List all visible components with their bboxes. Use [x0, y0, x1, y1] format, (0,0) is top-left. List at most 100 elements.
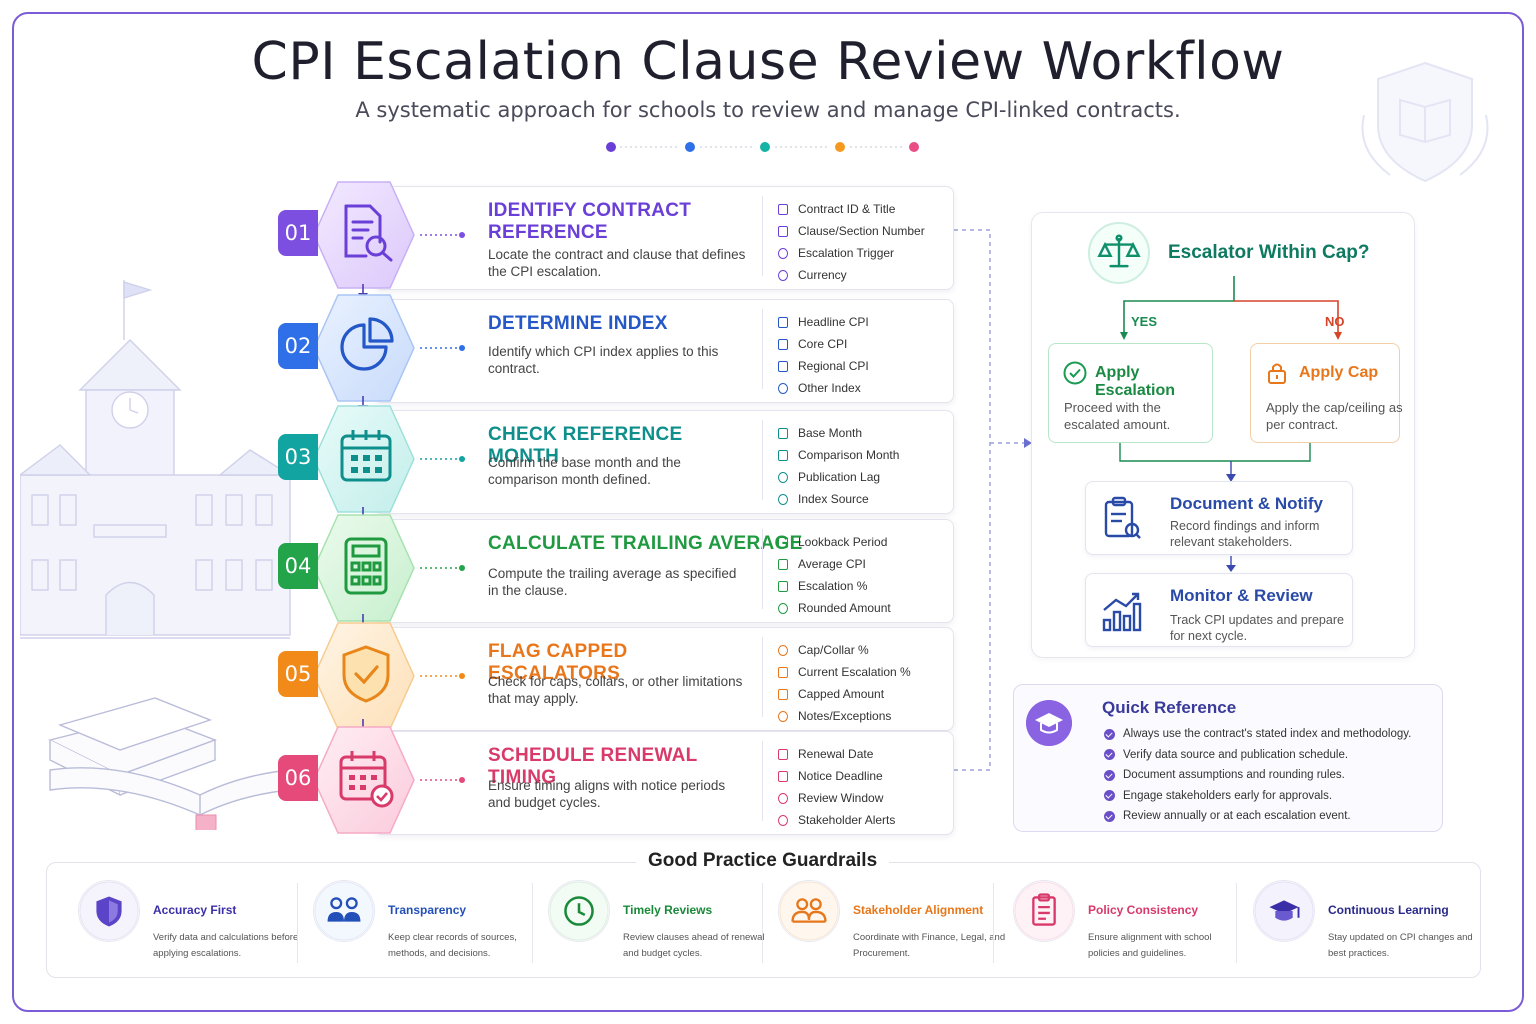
divider: [762, 529, 763, 609]
clock-icon: [778, 471, 788, 483]
step-number: 05: [278, 651, 318, 697]
list-item: Currency: [778, 264, 948, 286]
step-number: 04: [278, 543, 318, 589]
decision-title: Escalator Within Cap?: [1168, 242, 1370, 263]
list-item: Notice Deadline: [778, 765, 948, 787]
divider: [762, 420, 763, 500]
divider: [532, 883, 533, 963]
check-icon: [1104, 728, 1115, 740]
merge-lines: [1119, 443, 1311, 482]
bar-chart-growth-icon: [1102, 592, 1142, 632]
guardrail-title: Timely Reviews: [623, 903, 713, 917]
dot-orange: [835, 142, 845, 152]
guardrail-policy-consistency: Policy Consistency Ensure alignment with…: [1013, 880, 1243, 964]
calendar-small-icon: [778, 449, 788, 461]
note-icon: [778, 710, 788, 722]
list-item: Base Month: [778, 422, 948, 444]
check-icon: [1104, 769, 1115, 781]
clock-icon: [778, 792, 788, 804]
shield-check-icon: [342, 645, 390, 703]
step-card: [374, 186, 954, 290]
step-description: Confirm the base month and the compariso…: [488, 455, 681, 487]
flow-connector: [954, 229, 1032, 771]
list-item: Document assumptions and rounding rules.: [1104, 765, 1411, 786]
guardrail-transparency: Transparency Keep clear records of sourc…: [313, 880, 543, 964]
list-item: Current Escalation %: [778, 661, 948, 683]
step-number: 02: [278, 323, 318, 369]
step-card: [374, 519, 954, 623]
list-item: Publication Lag: [778, 466, 948, 488]
calendar-small-icon: [778, 770, 788, 782]
dot-purple: [606, 142, 616, 152]
step-checklist: Renewal Date Notice Deadline Review Wind…: [778, 743, 948, 831]
no-label: NO: [1325, 314, 1345, 329]
apply-cap-option: Apply Cap Apply the cap/ceiling as per c…: [1250, 343, 1403, 443]
progress-dots: [606, 142, 919, 152]
check-icon: [1104, 749, 1115, 761]
guardrail-title: Continuous Learning: [1328, 903, 1449, 917]
step-description: Locate the contract and clause that defi…: [488, 247, 746, 279]
list-icon: [778, 360, 788, 372]
guardrail-description: Keep clear records of sources, methods, …: [388, 932, 517, 959]
divider: [297, 883, 298, 963]
step-title: DETERMINE INDEX: [488, 313, 668, 334]
people-icon: [313, 880, 375, 942]
quick-reference-panel: Quick Reference Always use the contract'…: [1013, 684, 1443, 832]
graduation-cap-icon: [1253, 880, 1315, 942]
step-description: Compute the trailing average as specifie…: [488, 566, 737, 598]
option-description: Proceed with the escalated amount.: [1064, 400, 1171, 432]
list-item: Capped Amount: [778, 683, 948, 705]
step-checklist: Base Month Comparison Month Publication …: [778, 422, 948, 510]
step-schedule-renewal-timing: 06 SCHEDULE RENEWAL TIMING Ensure timing…: [278, 725, 954, 835]
divider: [762, 741, 763, 821]
shield-icon: [78, 880, 140, 942]
step-card: [374, 410, 954, 514]
book-shield-watermark-icon: [1361, 61, 1489, 183]
list-item: Average CPI: [778, 553, 948, 575]
info-icon: [778, 382, 788, 394]
guardrails-panel: [46, 862, 1481, 978]
divider: [993, 883, 994, 963]
check-circle-icon: [1063, 361, 1087, 385]
box-description: Record findings and inform relevant stak…: [1170, 519, 1320, 549]
step-flag-capped-escalators: 05 FLAG CAPPED ESCALATORS Check for caps…: [278, 621, 954, 731]
guardrail-description: Stay updated on CPI changes and best pra…: [1328, 932, 1473, 959]
page-title: CPI Escalation Clause Review Workflow: [251, 32, 1285, 92]
list-item: Escalation %: [778, 575, 948, 597]
trigger-icon: [778, 247, 788, 259]
decision-branch-lines: [1120, 276, 1342, 340]
check-icon: [1104, 790, 1115, 802]
step-number: 03: [278, 434, 318, 480]
option-title: Apply Escalation: [1095, 364, 1176, 399]
step-description: Ensure timing aligns with notice periods…: [488, 778, 726, 810]
list-item: Rounded Amount: [778, 597, 948, 619]
list-item: Renewal Date: [778, 743, 948, 765]
dotted-connector: [420, 673, 465, 679]
guardrail-continuous-learning: Continuous Learning Stay updated on CPI …: [1253, 880, 1483, 964]
info-icon: [778, 493, 788, 505]
document-search-icon: [344, 204, 393, 262]
dotted-connector: [420, 777, 465, 783]
divider: [1236, 883, 1237, 963]
list-item: Notes/Exceptions: [778, 705, 948, 727]
pie-chart-icon: [340, 317, 394, 371]
list-item: Comparison Month: [778, 444, 948, 466]
lock-icon: [1268, 363, 1286, 384]
guardrail-accuracy-first: Accuracy First Verify data and calculati…: [78, 880, 308, 964]
guardrails-title: Good Practice Guardrails: [636, 850, 890, 872]
document-notify-box: Document & Notify Record findings and in…: [1085, 481, 1353, 555]
step-calculate-trailing-average: 04 CALCULATE TRAILING AVERAGE Compute th…: [278, 513, 954, 623]
graduation-cap-icon: [1026, 700, 1072, 746]
lock-icon: [778, 688, 788, 700]
calculator-icon: [344, 537, 388, 595]
list-item: Cap/Collar %: [778, 639, 948, 661]
guardrail-stakeholder-alignment: Stakeholder Alignment Coordinate with Fi…: [778, 880, 1008, 964]
percent-icon: [778, 666, 788, 678]
school-building-illustration: [20, 280, 293, 830]
policy-document-icon: [1013, 880, 1075, 942]
guardrail-description: Verify data and calculations before appl…: [153, 932, 299, 959]
step-number: 01: [278, 210, 318, 256]
bell-icon: [778, 814, 788, 826]
step-card: [374, 299, 954, 403]
step-card: [374, 627, 954, 731]
